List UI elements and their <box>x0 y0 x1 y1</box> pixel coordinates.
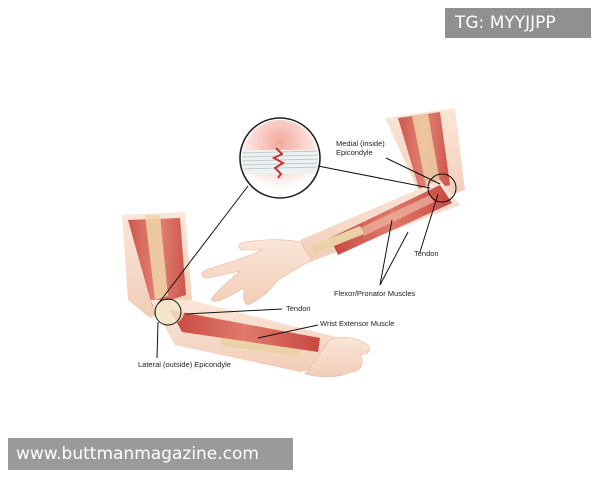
watermark-site: www.buttmanmagazine.com <box>8 438 293 470</box>
tendon-label-right: Tendon <box>414 249 439 258</box>
lateral-epicondyle-marker <box>154 298 182 326</box>
watermark-tag: TG: MYYJJPP <box>445 8 591 38</box>
flexor-pronator-label: Flexor/Pronator Muscles <box>334 289 416 298</box>
left-arm-illustration <box>122 212 370 378</box>
medial-label-line1: Medial (inside) <box>336 139 385 148</box>
tendon-tear-zoom <box>239 117 321 199</box>
medial-label-line2: Epicondyle <box>336 148 373 157</box>
leader-lines <box>156 157 441 359</box>
tendon-label-left: Tendon <box>286 304 311 313</box>
lateral-epicondyle-label: Lateral (outside) Epicondyle <box>138 360 231 369</box>
right-arm-illustration <box>201 108 465 306</box>
wrist-extensor-label: Wrist Extensor Muscle <box>320 319 395 328</box>
medial-epicondyle-label: Medial (inside) Epicondyle <box>336 139 385 157</box>
